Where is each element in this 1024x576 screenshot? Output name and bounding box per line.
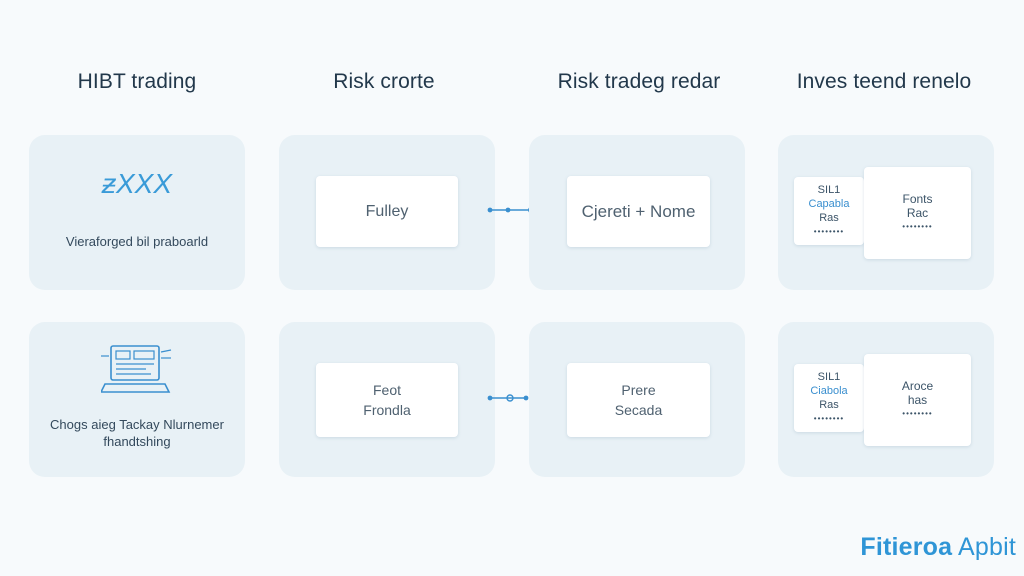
panel-caption-line1: Chogs aieg Tackay Nlurnemer — [50, 417, 224, 432]
mini-line: Aroce — [901, 379, 934, 393]
panel-caption: Vieraforged bil praboarld — [65, 234, 209, 249]
panel-r2c2: Feot Frondla — [279, 322, 495, 477]
mini-line: SIL1 — [817, 184, 841, 196]
mini-line: Rac — [906, 206, 929, 220]
brand-bold: Fitieroa — [860, 533, 953, 561]
mini-line: has — [907, 393, 928, 407]
card-label-line2: Secada — [614, 402, 663, 418]
card-cjereti: Cjereti + Nome — [567, 176, 710, 247]
panel-r1c3: Cjereti + Nome — [529, 135, 745, 290]
card-mini-right: Aroce has •••••••• — [864, 354, 971, 446]
column-title-2: Risk crorte — [333, 70, 435, 93]
mini-line: •••••••• — [902, 409, 933, 418]
brand-regular: Apbit — [952, 533, 1016, 561]
card-label-line1: Feot — [372, 382, 401, 398]
card-feot: Feot Frondla — [316, 363, 458, 437]
panel-r1c2: Fulley — [279, 135, 495, 290]
mini-line: Ras — [819, 399, 839, 411]
mini-line: Ciabola — [810, 385, 848, 397]
mini-line: Ras — [819, 212, 839, 224]
card-label: Cjereti + Nome — [581, 201, 696, 221]
card-label: Fulley — [365, 202, 409, 220]
card-label-line1: Prere — [621, 382, 656, 398]
connector-dots-icon — [487, 394, 529, 402]
mini-line: Fonts — [902, 192, 933, 206]
column-title-1: HIBT trading — [77, 70, 197, 93]
card-label-line2: Frondla — [363, 402, 411, 418]
xxx-logo: ƶXXX — [101, 168, 173, 199]
panel-r1c1: ƶXXX Vieraforged bil praboarld — [29, 135, 245, 290]
panel-caption-line2: fhandtshing — [103, 434, 171, 449]
laptop-dashboard-icon — [101, 345, 172, 393]
mini-line: •••••••• — [813, 227, 845, 236]
mini-line: •••••••• — [902, 222, 933, 231]
panel-r2c3: Prere Secada — [529, 322, 745, 477]
column-title-3: Risk tradeg redar — [557, 70, 721, 93]
card-prere: Prere Secada — [567, 363, 710, 437]
mini-line: Capabla — [808, 198, 850, 210]
panel-r2c1: Chogs aieg Tackay Nlurnemer fhandtshing — [29, 322, 245, 477]
card-mini-left: SIL1 Capabla Ras •••••••• — [794, 177, 864, 245]
panel-r1c4: SIL1 Capabla Ras •••••••• Fonts Rac ••••… — [778, 135, 994, 290]
column-title-4: Inves teend renelo — [796, 70, 972, 93]
panel-r2c4: SIL1 Ciabola Ras •••••••• Aroce has ••••… — [778, 322, 994, 477]
mini-line: SIL1 — [817, 371, 841, 383]
mini-line: •••••••• — [813, 414, 845, 423]
card-fulley: Fulley — [316, 176, 458, 247]
card-mini-left: SIL1 Ciabola Ras •••••••• — [794, 364, 864, 432]
card-mini-right: Fonts Rac •••••••• — [864, 167, 971, 259]
brand-logo: Fitieroa Apbit — [860, 533, 1016, 562]
